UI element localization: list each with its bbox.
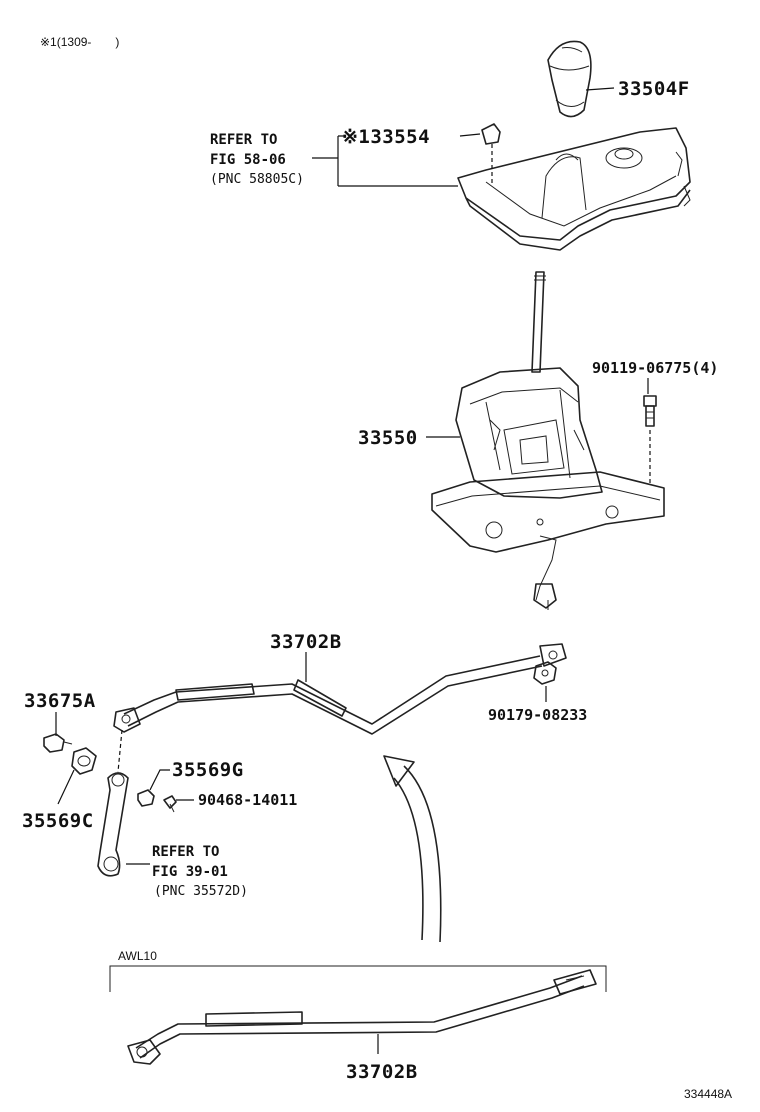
clip-33554[interactable] <box>481 123 501 145</box>
arrow-icon <box>383 755 442 943</box>
ref-console-line3: (PNC 58805C) <box>210 172 304 187</box>
shift-bezel[interactable] <box>457 127 691 251</box>
label-33550: 33550 <box>358 427 418 449</box>
label-33554: ※133554 <box>342 126 430 148</box>
variant-label: AWL10 <box>118 949 157 963</box>
bolt-90119[interactable] <box>643 395 657 427</box>
ref-console-line2: FIG 58-06 <box>210 152 286 168</box>
ref-lever-line1: REFER TO <box>152 844 219 860</box>
ref-lever-line3: (PNC 35572D) <box>154 884 248 899</box>
shift-cable[interactable] <box>113 643 567 735</box>
label-33702B-awl10: 33702B <box>346 1061 418 1083</box>
washer-35569g[interactable] <box>137 789 155 807</box>
label-35569C: 35569C <box>22 810 94 832</box>
nut-90179[interactable] <box>533 661 557 685</box>
figure-code: 334448A <box>684 1087 732 1101</box>
shift-lever-link[interactable] <box>97 772 129 877</box>
label-90179-08233: 90179-08233 <box>488 706 587 724</box>
bushing-33675a[interactable] <box>43 733 73 753</box>
bushing-35569c[interactable] <box>71 747 97 775</box>
label-33504F: 33504F <box>618 78 690 100</box>
clip-90468[interactable] <box>163 795 177 813</box>
shift-lever-assembly[interactable] <box>431 271 665 610</box>
ref-console-line1: REFER TO <box>210 132 277 148</box>
shift-knob[interactable] <box>547 40 592 118</box>
label-90468-14011: 90468-14011 <box>198 791 297 809</box>
shift-cable-awl10[interactable] <box>127 969 597 1065</box>
label-90119-06775: 90119-06775(4) <box>592 359 718 377</box>
header-note: ※1(1309- ) <box>40 35 119 49</box>
label-35569G: 35569G <box>172 759 244 781</box>
ref-lever-line2: FIG 39-01 <box>152 864 228 880</box>
label-33702B: 33702B <box>270 631 342 653</box>
variant-bracket <box>109 965 607 992</box>
label-33675A: 33675A <box>24 690 96 712</box>
